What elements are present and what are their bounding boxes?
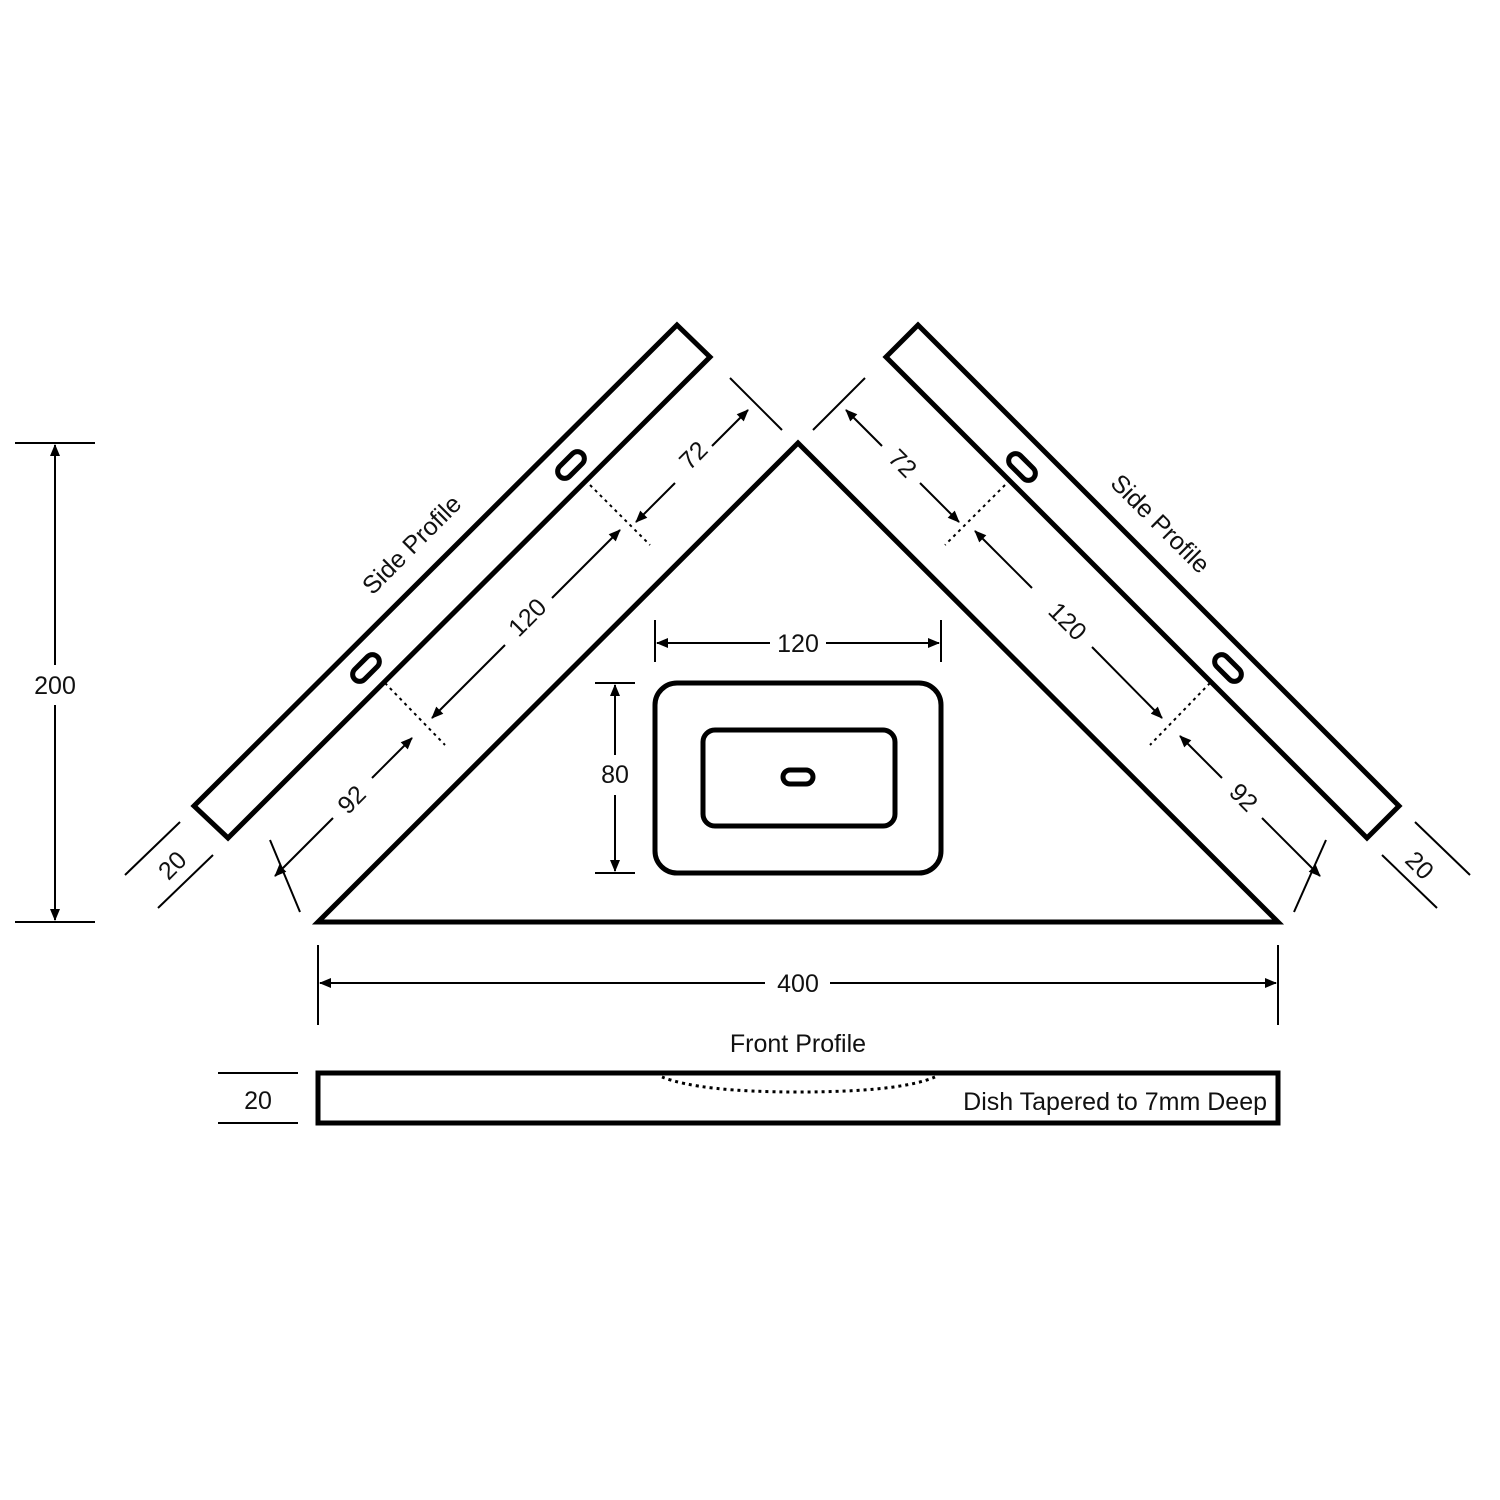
width-dimension-label: 400 — [777, 970, 819, 998]
dish-note: Dish Tapered to 7mm Deep — [963, 1088, 1267, 1116]
basin-width-label: 120 — [777, 630, 819, 658]
front-thickness-label: 20 — [244, 1087, 272, 1115]
front-profile-bar — [315, 1070, 1281, 1126]
basin-inner — [700, 727, 898, 829]
left-side-profile-label: Side Profile — [357, 490, 467, 600]
basin-depth-label: 80 — [601, 761, 629, 789]
right-side-middle-label: 120 — [1043, 597, 1092, 646]
drain-slot — [780, 767, 816, 787]
right-side-bottom-label: 92 — [1224, 778, 1263, 817]
left-side-top-label: 72 — [674, 436, 713, 475]
left-side-bottom-label: 92 — [332, 780, 371, 819]
dish-curve — [661, 1075, 936, 1094]
right-side-profile-label: Side Profile — [1105, 469, 1215, 579]
right-thickness-label: 20 — [1400, 846, 1439, 885]
basin-outer — [652, 680, 944, 876]
left-side-profile-bar — [190, 321, 714, 842]
left-bar-slot-upper — [555, 449, 587, 481]
right-bar-slot-upper — [1006, 451, 1038, 483]
left-side-middle-label: 120 — [503, 593, 552, 642]
left-bar-slot-lower — [350, 652, 382, 684]
right-side-profile-bar — [882, 321, 1403, 842]
right-bar-slot-lower — [1212, 652, 1244, 684]
right-side-top-label: 72 — [883, 444, 922, 483]
height-dimension-label: 200 — [34, 672, 76, 700]
front-profile-label: Front Profile — [730, 1030, 866, 1058]
triangle-shelf-top-view — [311, 439, 1285, 925]
